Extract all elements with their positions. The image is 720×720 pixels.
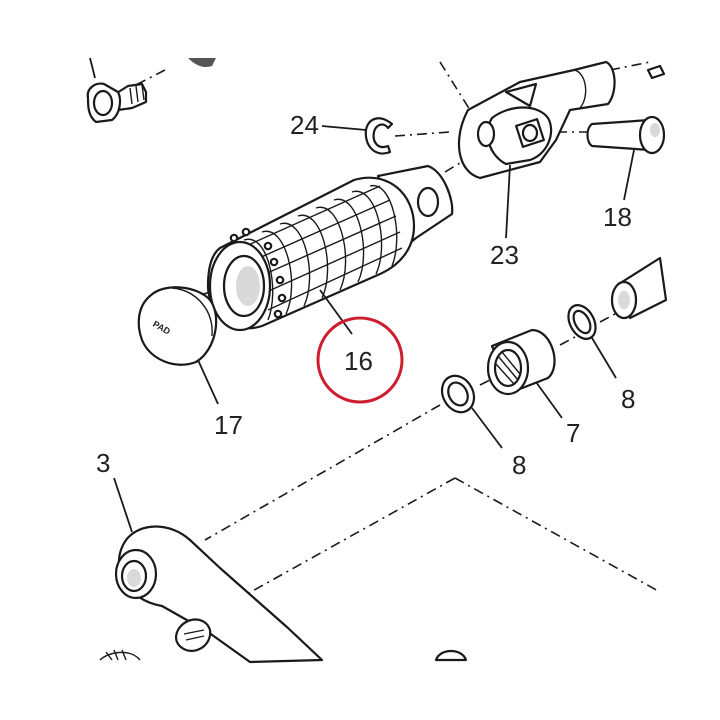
screw [86,57,148,124]
label-part-8-upper: 8 [621,384,635,414]
label-part-23: 23 [490,240,519,270]
label-part-7: 7 [566,418,580,448]
right-shaft [610,256,668,320]
washer-part-8-lower [440,374,503,449]
pivot-bracket-part-23 [457,60,616,239]
label-part-18: 18 [603,202,632,232]
label-part-17: 17 [214,410,243,440]
small-pin [646,64,666,80]
label-part-8-lower: 8 [512,450,526,480]
washer-part-8-upper [567,304,617,379]
top-dark-part [188,58,216,67]
e-clip-part-24 [321,117,394,155]
highlight-circle [316,316,404,404]
footpeg-rubber-part-16 [206,164,454,335]
footpeg-bracket-part-3 [99,477,468,664]
label-part-3: 3 [96,448,110,478]
label-part-16: 16 [344,346,373,376]
label-part-24: 24 [290,110,319,140]
end-cap-part-17: PAD [137,286,219,405]
needle-bearing-part-7 [486,328,563,419]
pivot-pin-part-18 [586,115,666,201]
